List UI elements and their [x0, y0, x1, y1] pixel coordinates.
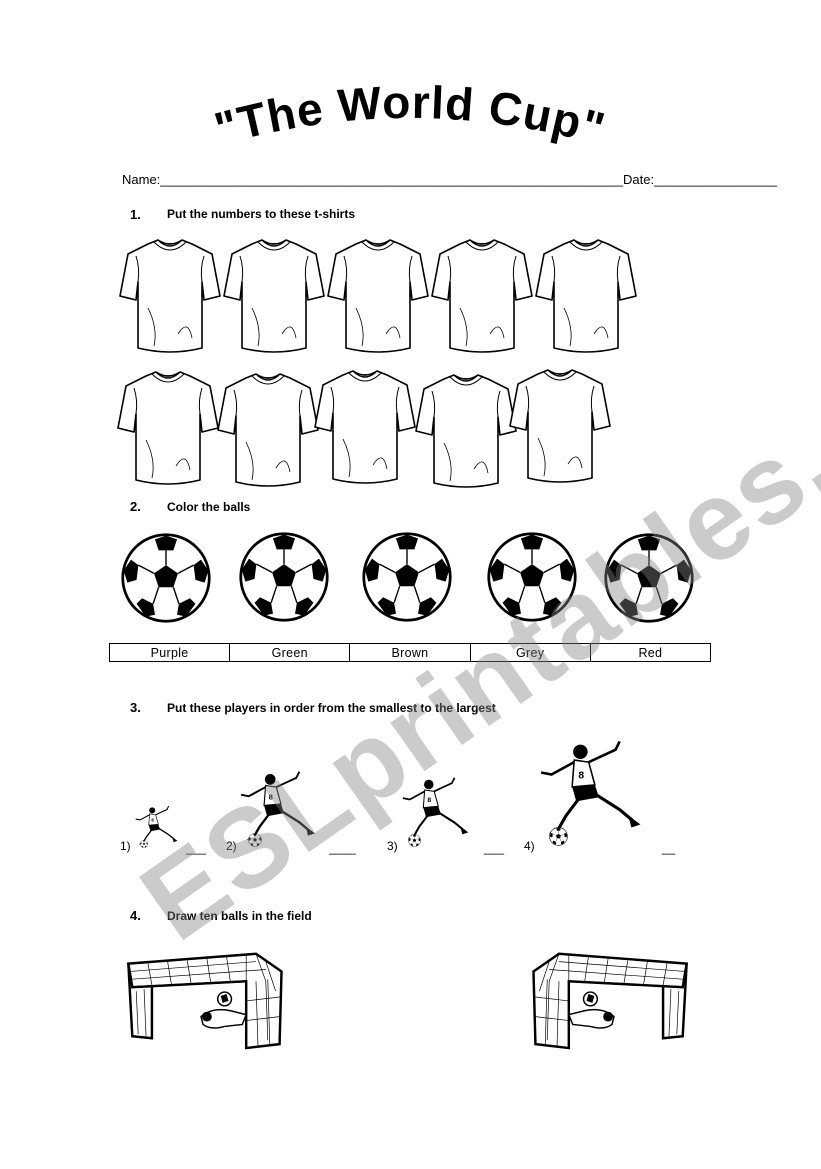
name-date-line: Name:___________________________________…	[122, 172, 777, 187]
order-label: 2)	[226, 839, 237, 853]
order-blank[interactable]: ____	[329, 841, 356, 855]
soccer-ball-icon	[140, 840, 148, 848]
name-label: Name:	[122, 172, 161, 187]
t-shirt-icon[interactable]	[414, 373, 518, 491]
soccer-ball-icon	[248, 833, 262, 847]
t-shirt-icon[interactable]	[326, 238, 430, 356]
color-cell: Red	[589, 643, 712, 662]
soccer-ball-icon[interactable]	[120, 532, 212, 624]
soccer-ball-icon[interactable]	[238, 531, 330, 623]
color-table: Purple Green Brown Grey Red	[108, 643, 712, 662]
question-1: 1.	[130, 206, 141, 224]
order-blank[interactable]: ___	[186, 841, 207, 855]
question-2-text: Color the balls	[167, 500, 251, 514]
table-row: Purple Green Brown Grey Red	[108, 643, 712, 662]
order-label: 4)	[524, 839, 535, 853]
color-cell: Green	[229, 643, 351, 662]
t-shirt-icon[interactable]	[216, 372, 320, 490]
svg-text:"The World Cup": "The World Cup"	[209, 78, 611, 155]
question-3-text: Put these players in order from the smal…	[167, 701, 496, 715]
question-number: 2.	[130, 499, 141, 514]
question-number: 1.	[130, 207, 141, 222]
t-shirt-icon[interactable]	[313, 369, 417, 487]
order-label: 1)	[120, 839, 131, 853]
goal-icon[interactable]	[524, 942, 702, 1050]
question-1-text: Put the numbers to these t-shirts	[167, 207, 356, 221]
watermark: ESLprintables.com	[119, 260, 821, 965]
question-4-text: Draw ten balls in the field	[167, 909, 312, 923]
color-cell: Brown	[349, 643, 471, 662]
soccer-player-icon	[400, 775, 482, 843]
soccer-ball-icon	[408, 834, 421, 847]
goal-icon[interactable]	[118, 942, 286, 1050]
order-label: 3)	[387, 839, 398, 853]
t-shirt-icon[interactable]	[534, 238, 638, 356]
t-shirt-icon[interactable]	[430, 238, 534, 356]
worksheet-title: "The World Cup"	[209, 78, 611, 155]
soccer-ball-icon[interactable]	[603, 532, 695, 624]
name-field[interactable]: ________________________________________…	[160, 172, 624, 187]
soccer-ball-icon	[549, 827, 568, 846]
question-number: 4.	[130, 908, 141, 923]
color-cell: Purple	[108, 643, 231, 662]
date-label: Date:	[623, 172, 655, 187]
t-shirt-icon[interactable]	[508, 368, 612, 486]
order-blank[interactable]: __	[662, 841, 676, 855]
t-shirt-icon[interactable]	[116, 370, 220, 488]
soccer-ball-icon[interactable]	[486, 531, 578, 623]
t-shirt-icon[interactable]	[118, 238, 222, 356]
t-shirt-icon[interactable]	[222, 238, 326, 356]
date-field[interactable]: _________________	[654, 172, 778, 187]
soccer-ball-icon[interactable]	[361, 531, 453, 623]
question-number: 3.	[130, 700, 141, 715]
color-cell: Grey	[469, 643, 591, 662]
order-blank[interactable]: ___	[484, 841, 505, 855]
